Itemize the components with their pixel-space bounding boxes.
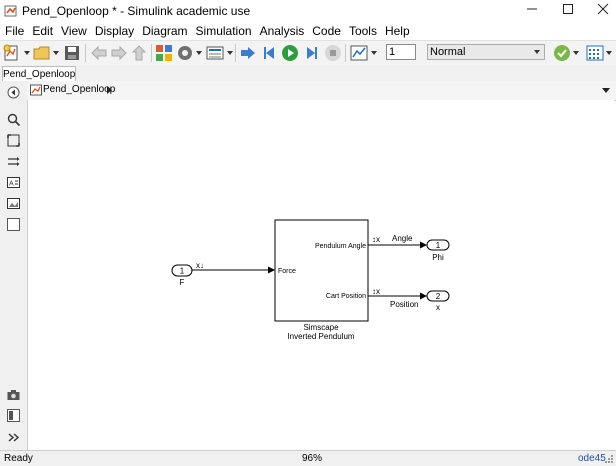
model-advisor-icon[interactable]	[553, 44, 571, 62]
diagram: 1 F x↓ Force Pendulum Angle Cart Positio…	[171, 219, 450, 341]
port-label-force: Force	[278, 268, 296, 275]
solver-link[interactable]: ode45	[578, 453, 606, 464]
menu-view[interactable]: View	[61, 24, 87, 38]
image-icon[interactable]	[7, 197, 20, 210]
resize-grip-icon[interactable]	[604, 454, 614, 464]
close-button[interactable]	[580, 0, 616, 22]
port-label-cart-position: Cart Position	[326, 293, 366, 300]
inport-label: F	[180, 278, 185, 287]
model-explorer-icon[interactable]	[206, 44, 224, 62]
left-palette: A	[0, 81, 28, 450]
outport-label: x	[436, 303, 440, 312]
window-title: Pend_Openloop * - Simulink academic use	[22, 4, 251, 18]
grid-dropdown-icon[interactable]	[606, 51, 612, 55]
block-grid-icon[interactable]	[586, 44, 604, 62]
explorer-dropdown-icon[interactable]	[227, 51, 233, 55]
outport-x[interactable]: 2 x	[426, 290, 450, 312]
signal-dimension-mark: x↓	[196, 261, 204, 270]
step-forward-icon[interactable]	[302, 44, 320, 62]
tab-pend-openloop[interactable]: Pend_Openloop	[2, 66, 76, 82]
annotation-icon[interactable]: A	[7, 176, 20, 189]
signal-label-position: Position	[390, 300, 418, 309]
menu-simulation[interactable]: Simulation	[195, 24, 252, 38]
breadcrumb-model[interactable]: Pend_Openloop	[43, 84, 116, 95]
new-dropdown-icon[interactable]	[24, 51, 30, 55]
toolbar-separator	[85, 44, 86, 62]
menu-bar: File Edit View Display Diagram Simulation Anal…	[0, 22, 616, 40]
subsystem-simscape-inverted-pendulum[interactable]: Force Pendulum Angle Cart Position	[274, 219, 369, 322]
model-canvas[interactable]: 1 F x↓ Force Pendulum Angle Cart Positio…	[28, 100, 614, 450]
address-dropdown-icon[interactable]	[602, 88, 610, 93]
inport-number: 1	[180, 267, 185, 276]
stop-time-input[interactable]: 1	[386, 44, 416, 60]
title-bar: Pend_Openloop * - Simulink academic use	[0, 0, 616, 23]
signal-label-angle: Angle	[392, 234, 413, 243]
stop-icon[interactable]	[324, 44, 342, 62]
minimize-icon	[527, 8, 537, 10]
maximize-icon	[563, 4, 573, 14]
up-icon[interactable]	[130, 44, 148, 62]
breadcrumb-arrow-icon	[107, 86, 112, 94]
simulink-logo-icon	[4, 5, 17, 17]
run-icon[interactable]	[281, 44, 299, 62]
simulation-mode-value: Normal	[430, 46, 466, 58]
menu-edit[interactable]: Edit	[32, 24, 54, 38]
signal-dimension-mark: ↕x	[372, 287, 380, 296]
signal-routing-icon[interactable]	[7, 155, 20, 168]
forward-icon[interactable]	[110, 44, 128, 62]
toolbar-separator	[235, 44, 236, 62]
toolbar-separator	[345, 44, 346, 62]
screenshot-icon[interactable]	[7, 389, 20, 402]
model-icon	[30, 84, 42, 96]
outport-label: Phi	[432, 253, 444, 262]
settings-dropdown-icon[interactable]	[196, 51, 202, 55]
open-folder-icon[interactable]	[33, 44, 51, 62]
status-bar: Ready 96% ode45	[0, 450, 616, 466]
back-icon[interactable]	[90, 44, 108, 62]
outport-phi[interactable]: 1 Phi	[426, 239, 450, 262]
menu-diagram[interactable]: Diagram	[142, 24, 188, 38]
hide-browser-icon[interactable]	[7, 86, 20, 99]
scope-icon[interactable]	[350, 44, 368, 62]
subsystem-name-line1: Simscape	[303, 323, 339, 332]
scope-dropdown-icon[interactable]	[371, 51, 377, 55]
port-label-pendulum-angle: Pendulum Angle	[315, 243, 366, 250]
zoom-icon[interactable]	[7, 113, 20, 126]
outport-number: 1	[436, 241, 441, 250]
menu-tools[interactable]: Tools	[348, 24, 377, 38]
maximize-button[interactable]	[545, 0, 591, 22]
fit-to-view-icon[interactable]	[7, 134, 20, 147]
open-dropdown-icon[interactable]	[53, 51, 59, 55]
menu-help[interactable]: Help	[384, 24, 410, 38]
address-bar: Pend_Openloop	[27, 81, 616, 101]
signal-dimension-mark: ↕x	[372, 235, 380, 244]
svg-text:A: A	[9, 181, 14, 188]
toolbar-separator	[151, 44, 152, 62]
close-icon	[597, 3, 609, 15]
library-browser-icon[interactable]	[155, 44, 173, 62]
inport-f[interactable]: 1 F	[171, 264, 193, 287]
model-browser-icon[interactable]	[7, 409, 20, 422]
save-icon[interactable]	[63, 44, 81, 62]
area-icon[interactable]	[7, 218, 20, 231]
zoom-level: 96%	[302, 453, 323, 464]
chevron-down-icon	[534, 50, 540, 54]
tab-bar	[0, 65, 616, 82]
outport-number: 2	[436, 292, 441, 301]
subsystem-name-line2: Inverted Pendulum	[287, 332, 354, 341]
more-icon[interactable]	[7, 431, 20, 444]
step-back-icon[interactable]	[261, 44, 279, 62]
advisor-dropdown-icon[interactable]	[573, 51, 579, 55]
status-text: Ready	[4, 453, 33, 464]
minimize-button[interactable]	[509, 0, 555, 22]
simulation-mode-select[interactable]: Normal	[427, 44, 545, 60]
gear-icon[interactable]	[176, 44, 194, 62]
new-model-icon[interactable]	[3, 44, 21, 62]
menu-analysis[interactable]: Analysis	[259, 24, 305, 38]
menu-code[interactable]: Code	[312, 24, 341, 38]
menu-file[interactable]: File	[5, 24, 25, 38]
update-diagram-icon[interactable]	[239, 44, 257, 62]
menu-display[interactable]: Display	[94, 24, 135, 38]
